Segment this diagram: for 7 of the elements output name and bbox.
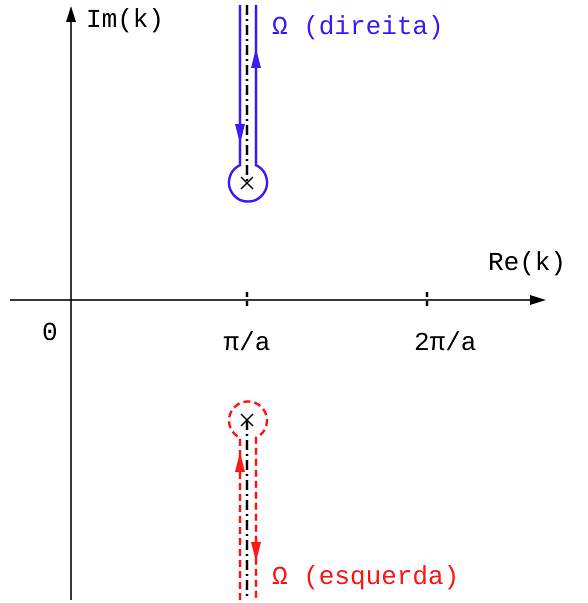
- contour-label: Ω (esquerda): [272, 562, 460, 592]
- contour-label: Ω (direita): [272, 12, 444, 42]
- axis-label: Re(k): [488, 248, 566, 278]
- tick-label: π/a: [224, 328, 270, 358]
- tick-label: 2π/a: [414, 328, 476, 358]
- axis-label: Im(k): [86, 5, 164, 35]
- origin-label: 0: [42, 318, 58, 348]
